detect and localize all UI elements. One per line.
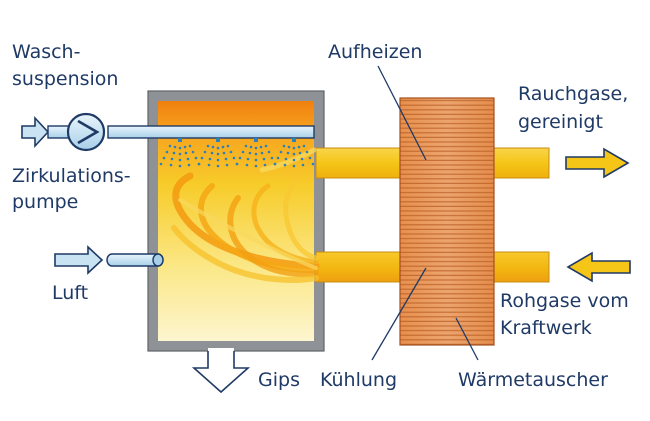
label-waermetauscher: Wärmetauscher <box>458 369 608 391</box>
spray-nozzle <box>197 138 239 168</box>
label-zirkulationspumpe-1: Zirkulations- <box>12 165 131 187</box>
clean-gas-outlet-arrow <box>565 147 630 179</box>
leader-kuehlung <box>371 267 427 361</box>
spray-header-pipe <box>107 125 315 139</box>
leader-lines <box>371 65 479 361</box>
label-zirkulationspumpe-2: pumpe <box>12 191 79 213</box>
label-rauchgase-1: Rauchgase, <box>518 83 629 105</box>
flow-streams <box>171 147 320 283</box>
spray-nozzle <box>159 138 201 168</box>
spray-nozzle <box>273 138 315 168</box>
raw-gas-inlet-arrow <box>566 251 631 283</box>
label-aufheizen: Aufheizen <box>328 41 423 63</box>
label-luft: Luft <box>52 282 89 304</box>
label-rauchgase-2: gereinigt <box>518 111 603 133</box>
heat-exchanger <box>399 97 495 346</box>
leader-waermetauscher <box>455 317 479 361</box>
label-gips: Gips <box>258 369 300 391</box>
pump-icon <box>66 112 106 152</box>
label-waschsuspension-2: suspension <box>12 68 119 90</box>
label-rohgase-1: Rohgase vom <box>500 290 629 312</box>
wash-inlet-arrow <box>21 115 50 149</box>
air-inlet-arrow <box>54 245 104 275</box>
gips-arrow <box>191 351 251 394</box>
leader-aufheizen <box>377 65 427 161</box>
label-waschsuspension-1: Wasch- <box>12 41 81 63</box>
label-kuehlung: Kühlung <box>320 369 398 391</box>
label-rohgase-2: Kraftwerk <box>500 317 592 339</box>
pump-inlet-pipe <box>47 125 71 139</box>
spray-nozzles <box>159 138 315 168</box>
